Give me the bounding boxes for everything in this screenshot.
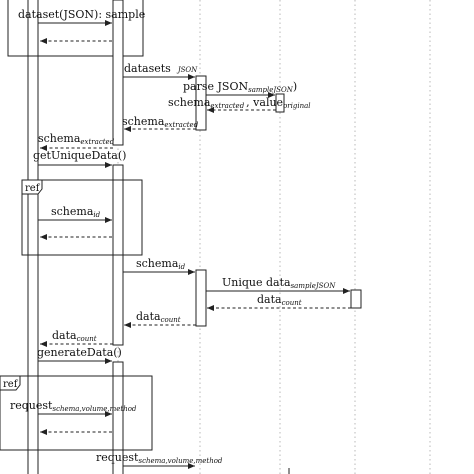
label-m6: schemaextracted — [122, 115, 199, 129]
message-labels: dataset(JSON): sample datasets JSON pars… — [10, 8, 336, 465]
label-m12: Unique datasampleJSON — [222, 276, 336, 290]
message-arrows — [38, 20, 351, 469]
label-m13: datacount — [257, 293, 302, 307]
label-m14: datacount — [136, 310, 181, 324]
ref-tag-1: ref — [25, 183, 41, 194]
activation-unique-data — [350, 289, 362, 309]
label-m15: datacount — [52, 329, 97, 343]
top-frame — [7, 0, 144, 57]
ref-tag-2: ref — [3, 379, 19, 390]
label-m16: generateData() — [37, 346, 122, 359]
label-m11: schemaid — [136, 257, 186, 271]
label-m4: parse JSONsampleJSON) — [183, 80, 297, 94]
label-m9: schemaid — [51, 205, 101, 219]
lifelines — [27, 0, 431, 474]
label-m17: requestschema,volume,method — [10, 399, 137, 413]
activation-schema-1 — [275, 93, 285, 113]
activation-parser-2 — [195, 269, 207, 327]
label-m8: getUniqueData() — [33, 149, 126, 162]
label-m3: datasets JSON — [124, 59, 198, 76]
activation-parser-1 — [195, 75, 207, 131]
label-m19: requestschema,volume,method — [96, 451, 223, 465]
activation-generator-3 — [112, 361, 124, 474]
ref-frame-2: ref — [0, 375, 153, 451]
label-m1: dataset(JSON): sample — [18, 8, 145, 21]
activation-generator-1 — [112, 0, 124, 146]
ref-frame-1: ref — [21, 179, 143, 256]
label-m7: schemaextracted — [38, 132, 115, 146]
label-m5: schemaextracted, valueoriginal — [168, 96, 311, 110]
